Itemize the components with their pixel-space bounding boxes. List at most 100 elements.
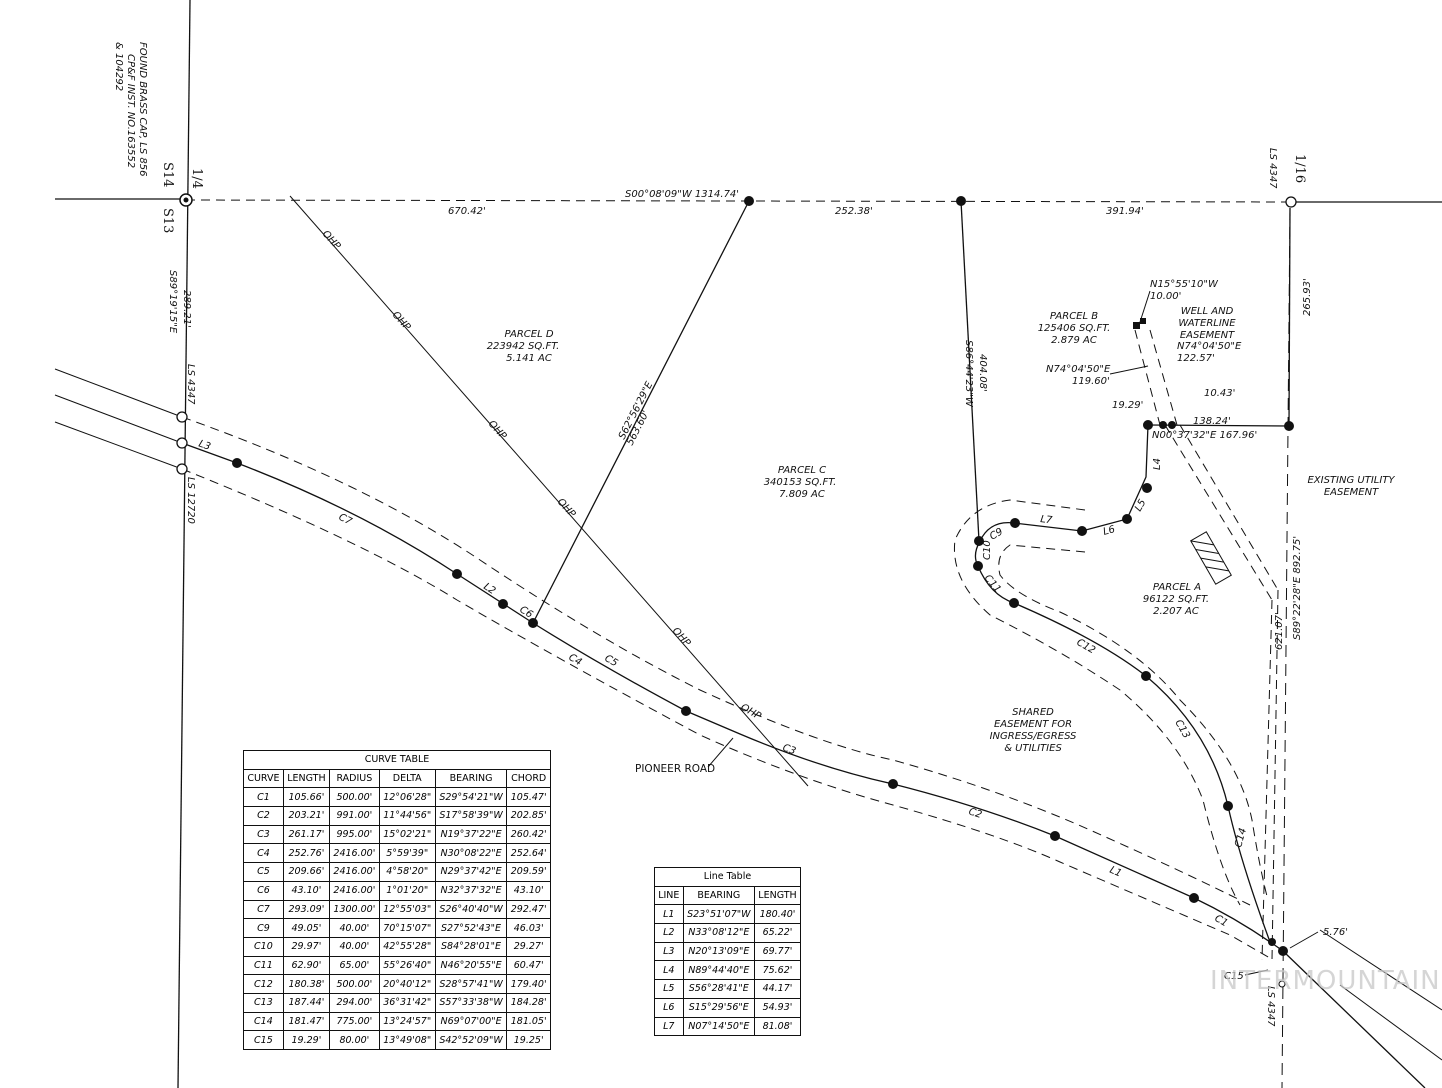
curve-table-cell: S17°58'39"W xyxy=(434,806,508,826)
line-table-cell: L4 xyxy=(654,960,684,981)
curve-table-cell: N19°37'22"E xyxy=(434,824,508,845)
curve-table-cell: C2 xyxy=(243,806,284,826)
curve-table-cell: 12°06'28" xyxy=(378,787,436,808)
access-road-edge-outer xyxy=(953,499,1241,906)
line-table-cell: L3 xyxy=(654,941,684,962)
line-table-header-cell: LINE xyxy=(654,885,684,906)
c7-label: C7 xyxy=(337,512,354,528)
watermark: INTERMOUNTAIN xyxy=(1210,966,1441,996)
l7-label: L7 xyxy=(1040,514,1054,526)
ls4347-top-label: LS 4347 xyxy=(1267,148,1278,189)
c15-leader xyxy=(1244,969,1269,976)
svg-text:223942 SQ.FT.: 223942 SQ.FT. xyxy=(487,341,560,352)
utility-easement-line-1 xyxy=(1164,424,1273,601)
n15-bearing: N15°55'10"W xyxy=(1150,279,1219,290)
survey-points xyxy=(232,196,1294,956)
line-table-cell: 180.40' xyxy=(753,904,802,925)
curve-table-header-cell: RADIUS xyxy=(329,768,380,789)
utility-easement-line-2 xyxy=(1179,424,1279,591)
l4-label: L4 xyxy=(1152,458,1163,470)
l3-label: L3 xyxy=(197,438,212,452)
svg-text:96122 SQ.FT.: 96122 SQ.FT. xyxy=(1143,594,1209,605)
n74a-bearing: N74°04'50"E xyxy=(1177,341,1242,352)
line-table-cell: S23°51'07"W xyxy=(682,904,755,925)
parcel-b-label: PARCEL B 125406 SQ.FT. 2.879 AC xyxy=(1038,311,1111,346)
curve-table-cell: 1°01'20" xyxy=(378,880,436,901)
svg-text:2.207 AC: 2.207 AC xyxy=(1153,606,1199,617)
svg-text:EASEMENT: EASEMENT xyxy=(1324,487,1379,498)
utility-easement-line-4 xyxy=(1271,589,1279,961)
n15-distance: 10.00' xyxy=(1150,291,1181,302)
curve-table-cell: C9 xyxy=(243,918,284,938)
n74a-distance: 122.57' xyxy=(1177,353,1215,364)
building-footprint xyxy=(1190,531,1232,585)
road-line-southeast-2 xyxy=(1319,929,1442,1011)
curve-table-cell: C3 xyxy=(243,824,284,845)
curve-table-cell: S26°40'40"W xyxy=(434,899,508,920)
section-14-label: S14 xyxy=(160,162,175,187)
road-line-southeast-1 xyxy=(1282,950,1426,1088)
curve-table-cell: 46.03' xyxy=(506,918,551,938)
segment-2-dimension: 252.38' xyxy=(835,206,873,217)
curve-table-cell: C15 xyxy=(243,1030,284,1050)
line-table-cell: L2 xyxy=(654,923,684,943)
line-table-cell: 81.08' xyxy=(753,1016,802,1037)
sixteenth-corner-label: 1/16 xyxy=(1292,154,1307,183)
found-cap-line-1: FOUND BRASS CAP, LS 856 xyxy=(137,42,148,177)
n74b-bearing: N74°04'50"E xyxy=(1046,364,1111,375)
line-table-cell: L5 xyxy=(654,979,684,999)
ohp-label-3: OHP xyxy=(486,419,509,443)
curve-table-cell: 12°55'03" xyxy=(378,899,436,920)
ls4347-bottom-label: LS 4347 xyxy=(1265,986,1276,1027)
curve-table-cell: 203.21' xyxy=(282,806,331,826)
curve-table-cell: N32°37'32"E xyxy=(434,880,508,901)
svg-text:WATERLINE: WATERLINE xyxy=(1178,318,1236,329)
west-line-bearing: S89°19'15"E xyxy=(167,270,178,334)
curve-table-cell: 19.25' xyxy=(506,1030,551,1050)
line-table-cell: N07°14'50"E xyxy=(682,1016,755,1037)
curve-table-cell: 179.40' xyxy=(506,974,551,994)
curve-table-cell: C10 xyxy=(243,936,284,957)
curve-table-cell: 19.29' xyxy=(282,1030,331,1050)
curve-table-cell: 105.66' xyxy=(282,787,331,808)
d576-label: 5.76' xyxy=(1323,927,1348,938)
svg-text:EASEMENT FOR: EASEMENT FOR xyxy=(994,719,1072,730)
curve-table-cell: 11°44'56" xyxy=(378,806,436,826)
curve-table-cell: 991.00' xyxy=(329,806,380,826)
west-line-distance: 289.21' xyxy=(181,290,192,328)
curve-table-cell: S57°33'38"W xyxy=(434,992,508,1013)
curve-table-cell: 181.47' xyxy=(282,1011,331,1032)
curve-table-cell: 184.28' xyxy=(506,992,551,1013)
svg-text:PARCEL C: PARCEL C xyxy=(778,465,826,476)
curve-table-cell: 49.05' xyxy=(282,918,331,938)
line-table-cell: 54.93' xyxy=(753,997,802,1018)
svg-text:340153 SQ.FT.: 340153 SQ.FT. xyxy=(764,477,837,488)
curve-table-cell: 42°55'28" xyxy=(378,936,436,957)
ohp-label-1: OHP xyxy=(320,229,343,253)
curve-table-cell: 65.00' xyxy=(329,955,380,976)
parcel-d-east-line xyxy=(532,200,750,624)
curve-table-cell: N46°20'55"E xyxy=(434,955,508,976)
svg-text:INGRESS/EGRESS: INGRESS/EGRESS xyxy=(990,731,1077,742)
parcel-d-label: PARCEL D 223942 SQ.FT. 5.141 AC xyxy=(487,329,560,364)
curve-table-cell: 13°24'57" xyxy=(378,1011,436,1032)
curve-table-cell: 20°40'12" xyxy=(378,974,436,994)
ohp-label-6: OHP xyxy=(739,702,764,723)
curve-table-cell: C11 xyxy=(243,955,284,976)
n74b-distance: 119.60' xyxy=(1072,376,1110,387)
curve-table-cell: 252.76' xyxy=(282,843,331,864)
svg-text:SHARED: SHARED xyxy=(1012,707,1054,718)
curve-table-cell: 62.90' xyxy=(282,955,331,976)
curve-table-cell: C4 xyxy=(243,843,284,864)
access-road-edge-inner xyxy=(998,544,1269,901)
